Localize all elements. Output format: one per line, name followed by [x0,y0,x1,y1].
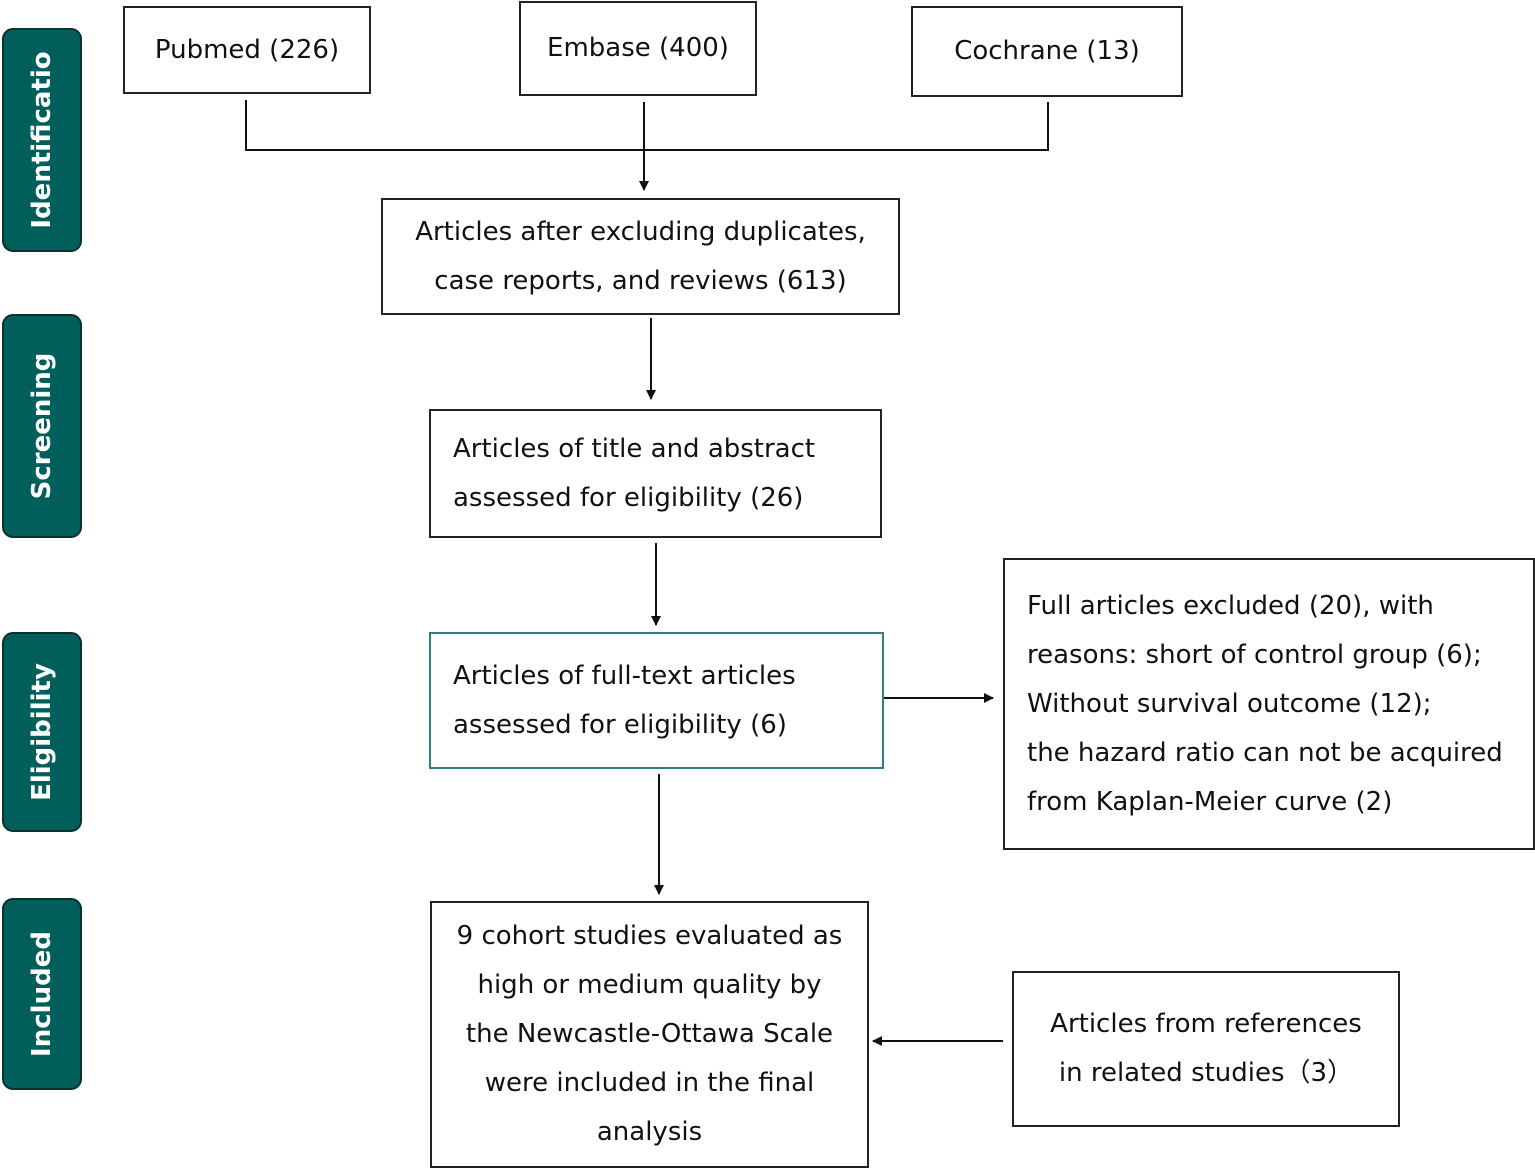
stage-screening: Screening [2,314,82,538]
excluded-line1: Full articles excluded (20), with [1027,590,1434,621]
excluded-line4: the hazard ratio can not be acquired [1027,737,1503,768]
included-line1: 9 cohort studies evaluated as [456,921,843,951]
after-duplicates-line2: case reports, and reviews (613) [434,265,847,296]
excluded-line2: reasons: short of control group (6); [1027,639,1482,670]
title-abstract-line2: assessed for eligibility (26) [453,482,804,513]
references-line1: Articles from references [1050,1009,1362,1039]
included-line5: analysis [596,1117,703,1147]
cochrane-label: Cochrane (13) [954,36,1140,66]
after-duplicates-box: Articles after excluding duplicates, cas… [381,198,900,315]
stage-included: Included [2,898,82,1090]
references-line2: in related studies（3） [1058,1058,1354,1088]
sources-merge-line [245,100,1049,151]
full-text-line1: Articles of full-text articles [453,660,796,691]
excluded-line5: from Kaplan-Meier curve (2) [1027,786,1393,817]
excluded-box: Full articles excluded (20), with reason… [1003,558,1535,850]
cochrane-box: Cochrane (13) [911,6,1183,97]
included-line4: were included in the final [484,1068,815,1098]
after-duplicates-line1: Articles after excluding duplicates, [415,216,866,247]
embase-label: Embase (400) [547,33,729,63]
references-box: Articles from references in related stud… [1012,971,1400,1127]
title-abstract-line1: Articles of title and abstract [453,433,816,464]
pubmed-box: Pubmed (226) [123,6,371,94]
included-line2: high or medium quality by [477,970,822,1000]
title-abstract-box: Articles of title and abstract assessed … [429,409,882,538]
full-text-box: Articles of full-text articles assessed … [429,632,884,769]
stage-identification: Identificatio [2,28,82,252]
pubmed-label: Pubmed (226) [154,34,340,65]
embase-box: Embase (400) [519,1,757,96]
stage-eligibility: Eligibility [2,632,82,832]
included-box: 9 cohort studies evaluated as high or me… [430,901,869,1168]
included-line3: the Newcastle-Ottawa Scale [465,1019,834,1049]
excluded-line3: Without survival outcome (12); [1027,688,1432,719]
full-text-line2: assessed for eligibility (6) [453,709,787,740]
